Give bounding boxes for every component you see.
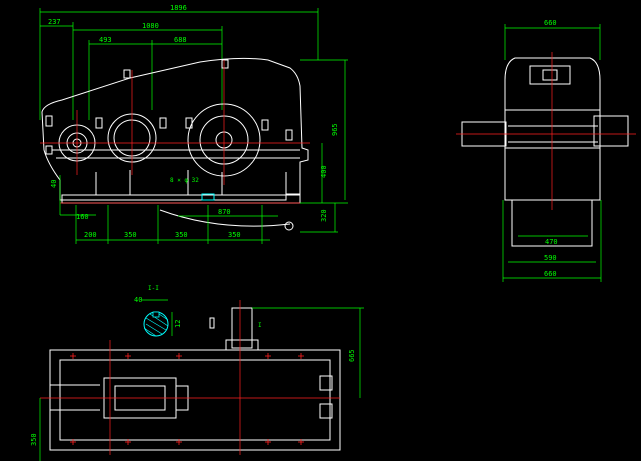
dim-stage2: 688: [174, 36, 187, 44]
dim-foot-width: 160: [76, 213, 89, 221]
top-view: I 665 350: [30, 300, 364, 461]
section-label: I-I: [148, 285, 159, 292]
dim-top-left: 350: [30, 433, 38, 446]
dim-span-870: 870: [218, 208, 231, 216]
dim-foot-c: 350: [175, 231, 188, 239]
dim-keyway: 12: [174, 320, 182, 328]
dim-foot-b: 350: [124, 231, 137, 239]
shaft-section: I-I 40 12: [134, 285, 182, 337]
dim-base-height: 320: [320, 209, 328, 222]
dim-shaft-diameter: 40: [134, 296, 142, 304]
dim-side-470: 470: [545, 238, 558, 246]
dim-shaft-height: 400: [320, 165, 328, 178]
dim-overall-width: 1896: [170, 4, 187, 12]
side-view: 660 470 590 660: [456, 19, 636, 282]
dim-foot-d: 350: [228, 231, 241, 239]
dim-input-offset: 237: [48, 18, 61, 26]
dim-gear-span: 1080: [142, 22, 159, 30]
dim-top-height: 665: [348, 349, 356, 362]
front-view: 1896 237 1080 493 688: [39, 4, 348, 244]
dim-side-base-width: 660: [544, 270, 557, 278]
dim-side-top-width: 660: [544, 19, 557, 27]
dim-side-590: 590: [544, 254, 557, 262]
dim-flange: 40: [50, 180, 58, 188]
bolt-note: 8 × φ 32: [170, 177, 199, 184]
section-mark: I: [258, 322, 262, 329]
dim-foot-a: 200: [84, 231, 97, 239]
dim-stage1: 493: [99, 36, 112, 44]
dim-total-height: 965: [331, 123, 339, 136]
